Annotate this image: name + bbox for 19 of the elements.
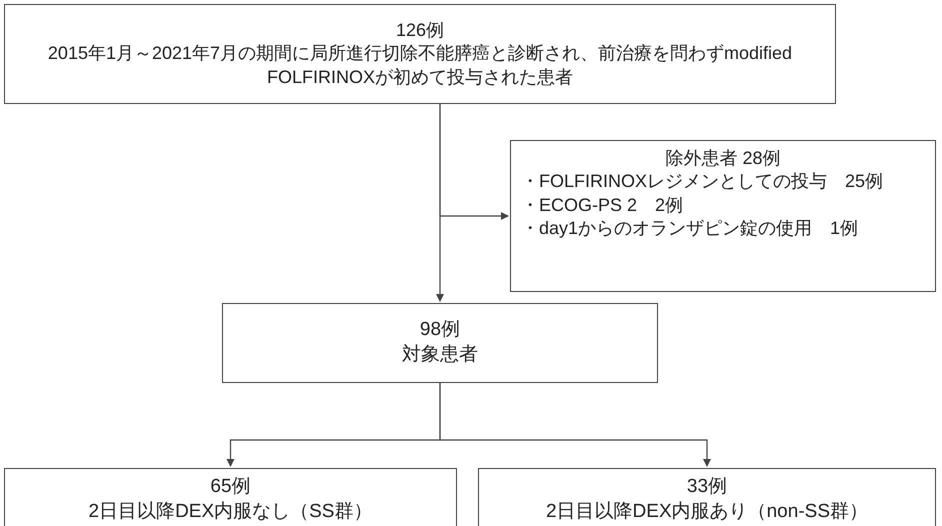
box-text: ・day1からのオランザピン錠の使用 1例 bbox=[521, 217, 858, 240]
box-text: 対象患者 bbox=[402, 343, 478, 367]
box-text: ・FOLFIRINOXレジメンとしての投与 25例 bbox=[521, 170, 884, 194]
box-heading: 除外患者 28例 bbox=[665, 147, 781, 170]
box-text: ・ECOG-PS 2 2例 bbox=[521, 194, 684, 217]
box-heading: 98例 bbox=[420, 318, 460, 342]
process-box bbox=[478, 468, 936, 526]
process-box bbox=[4, 4, 836, 104]
process-box bbox=[510, 140, 936, 292]
box-heading: 65例 bbox=[210, 475, 251, 499]
process-box bbox=[222, 303, 658, 383]
arrow bbox=[439, 383, 711, 467]
box-heading: 33例 bbox=[686, 475, 728, 499]
box-text: 2日目以降DEX内服あり（non-SS群） bbox=[546, 500, 868, 524]
box-text: 2015年1月～2021年7月の期間に局所進行切除不能膵癌と診断され、前治療を問わずmodified FOLFIRINOXが初めて投与された患者 bbox=[46, 42, 794, 89]
box-heading: 126例 bbox=[396, 18, 444, 42]
arrow bbox=[439, 104, 509, 220]
process-box bbox=[4, 468, 457, 526]
box-text: 2日目以降DEX内服なし（SS群） bbox=[88, 500, 372, 524]
